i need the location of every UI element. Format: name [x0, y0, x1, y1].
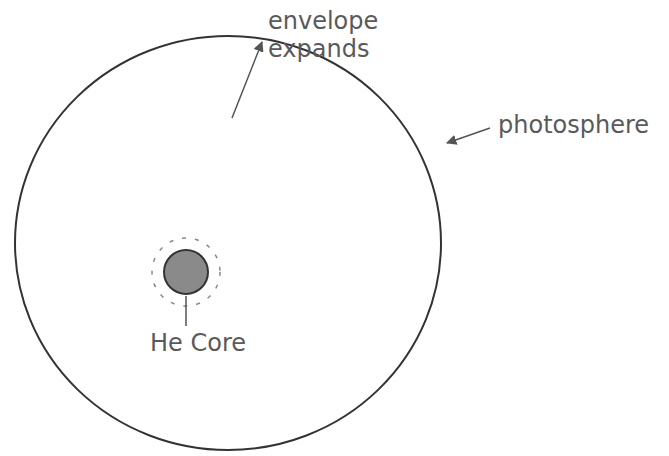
core-leader — [185, 296, 187, 326]
he-core — [164, 250, 208, 294]
expand-arrow — [232, 42, 262, 118]
photosphere-leader — [447, 128, 490, 143]
photosphere-label: photosphere — [498, 112, 658, 140]
photosphere-outline — [15, 36, 441, 450]
envelope-label: envelope expands — [268, 8, 398, 63]
core-label: He Core — [150, 330, 260, 358]
core-halo — [152, 238, 220, 306]
